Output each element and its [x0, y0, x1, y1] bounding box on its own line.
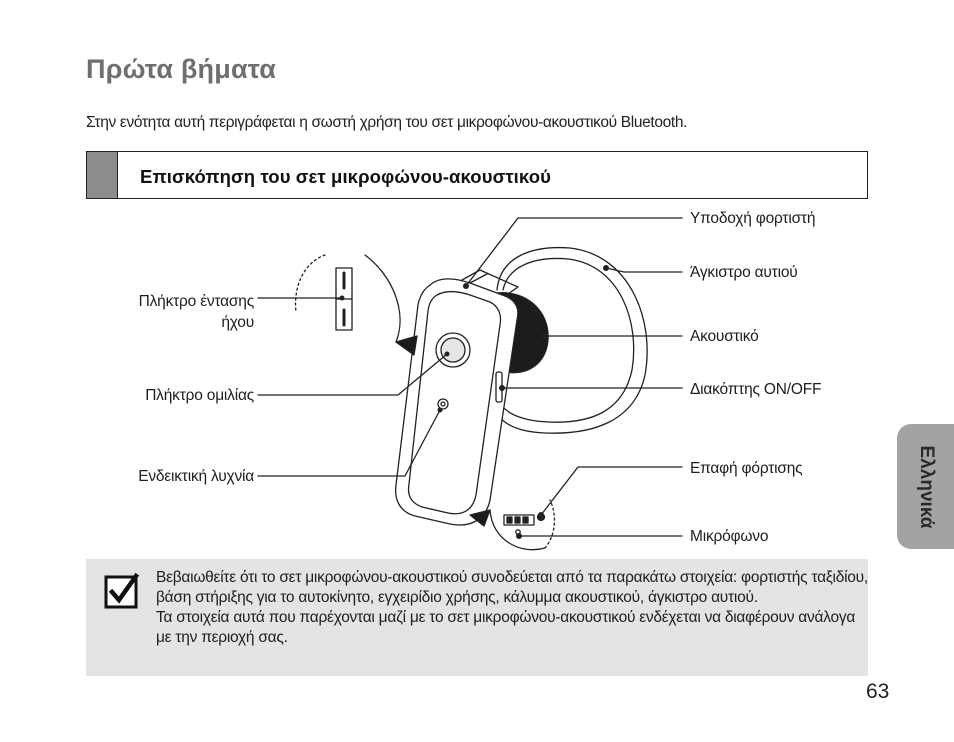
checkbox-check-icon	[104, 573, 140, 609]
callout-talk-key: Πλήκτρο ομιλίας	[145, 387, 254, 404]
callout-volume-key-line2: ήχου	[221, 314, 254, 331]
page-title: Πρώτα βήματα	[86, 54, 277, 84]
language-tab-label: Ελληνικά	[915, 445, 937, 528]
intro-text: Στην ενότητα αυτή περιγράφεται η σωστή χ…	[86, 114, 688, 131]
note-paragraph-1: Βεβαιωθείτε ότι το σετ μικροφώνου-ακουστ…	[156, 569, 868, 606]
callout-volume-key-line1: Πλήκτρο έντασης	[138, 293, 255, 310]
headset-face	[407, 290, 502, 515]
callout-speaker: Ακουστικό	[690, 328, 759, 345]
callout-volume-key: Πλήκτρο έντασης ήχου	[100, 291, 255, 333]
callout-charging-contact: Επαφή φόρτισης	[690, 460, 803, 477]
section-header-tab	[87, 152, 118, 198]
callout-indicator-light: Ενδεικτική λυχνία	[138, 468, 254, 485]
language-tab: Ελληνικά	[897, 424, 954, 549]
note-paragraph-2: Τα στοιχεία αυτά που παρέχονται μαζί με …	[156, 609, 856, 646]
note-box: Βεβαιωθείτε ότι το σετ μικροφώνου-ακουστ…	[86, 559, 868, 676]
ear-hook	[496, 246, 648, 434]
note-text: Βεβαιωθείτε ότι το σετ μικροφώνου-ακουστ…	[156, 568, 868, 648]
callout-charger-port: Υποδοχή φορτιστή	[690, 210, 816, 227]
indicator-light	[437, 398, 449, 410]
page-number: 63	[866, 680, 890, 703]
callout-power-switch: Διακόπτης ON/OFF	[690, 381, 822, 398]
section-header: Επισκόπηση του σετ μικροφώνου-ακουστικού	[86, 151, 868, 199]
callout-microphone: Μικρόφωνο	[690, 528, 769, 545]
section-heading: Επισκόπηση του σετ μικροφώνου-ακουστικού	[140, 166, 551, 187]
callout-ear-hook: Άγκιστρο αυτιού	[690, 264, 798, 281]
ear-hook-inner	[502, 257, 635, 423]
